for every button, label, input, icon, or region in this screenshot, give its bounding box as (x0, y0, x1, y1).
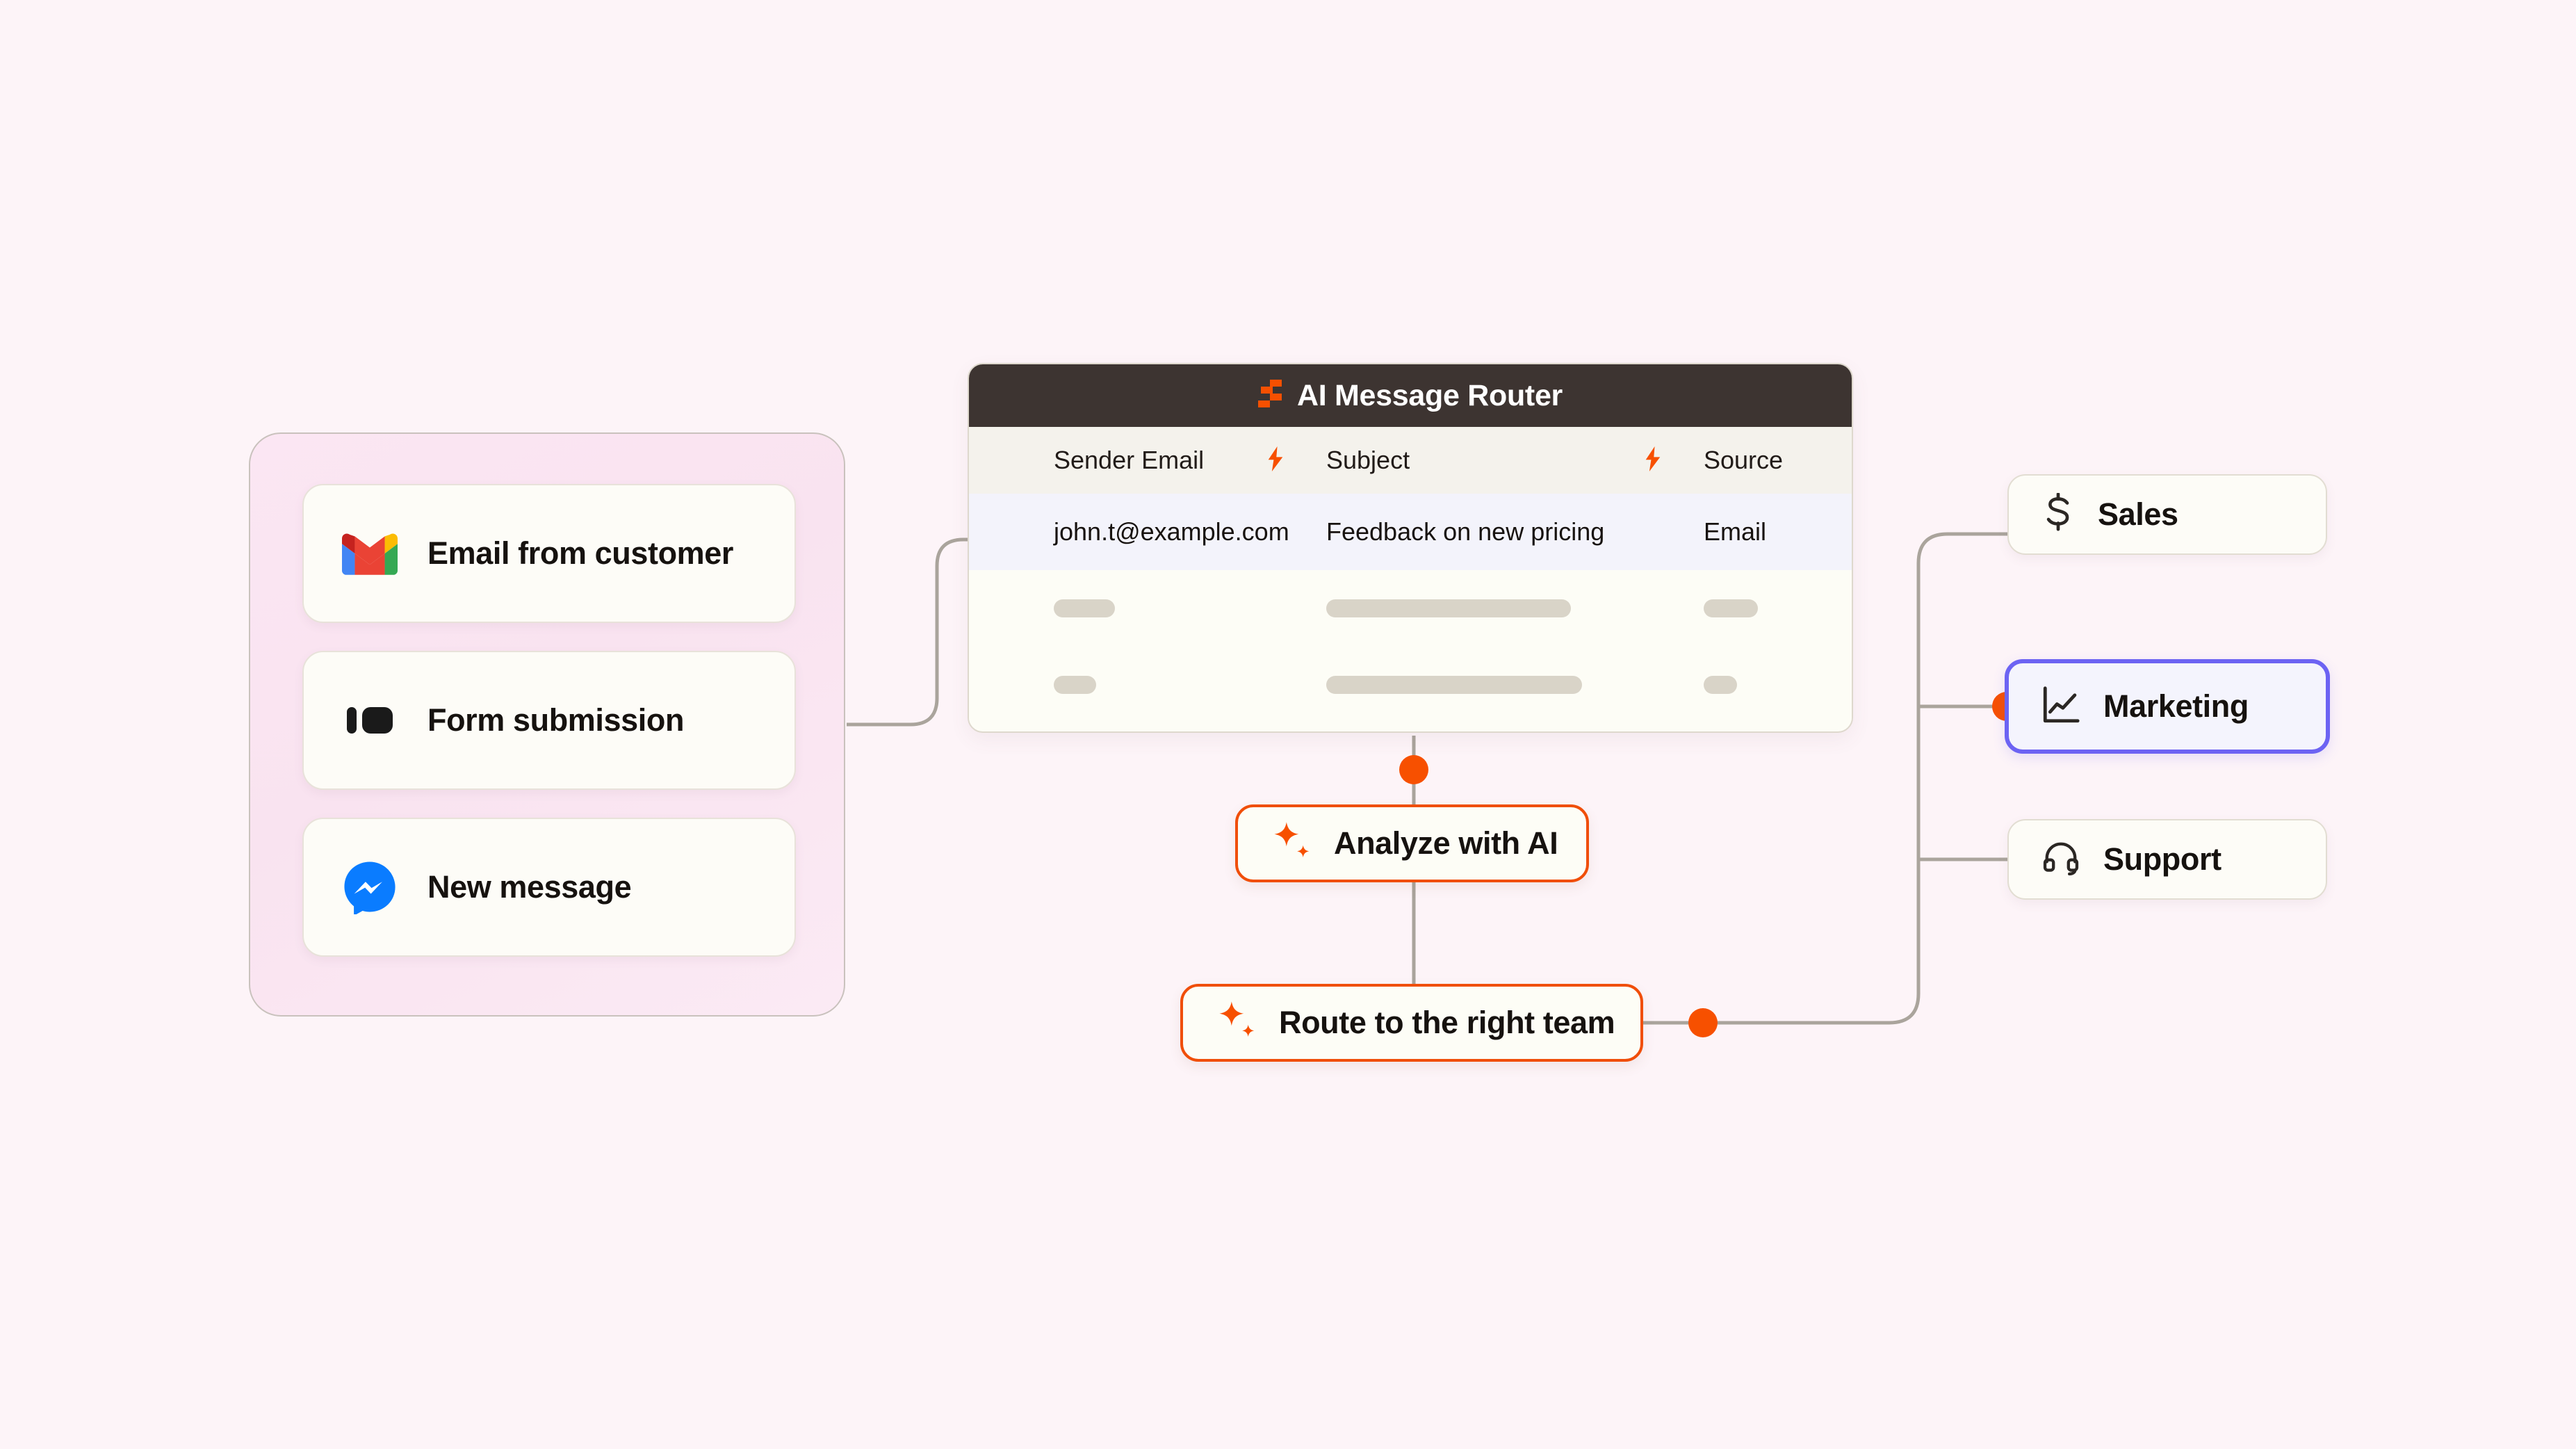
cell-placeholder (1030, 647, 1303, 723)
destination-card-sales[interactable]: Sales (2007, 474, 2327, 555)
line-chart-icon (2042, 686, 2080, 727)
cell-placeholder (1680, 647, 1852, 723)
connector-dot-route (1688, 1008, 1718, 1037)
ai-action-label: Analyze with AI (1334, 825, 1558, 861)
cell-placeholder (1303, 647, 1680, 723)
messenger-icon (340, 857, 400, 917)
cell-placeholder (1303, 570, 1680, 647)
lightning-bolt-icon (1266, 446, 1285, 475)
router-grid: Sender Email Subject Source (969, 427, 1852, 723)
ai-action-analyze[interactable]: Analyze with AI (1235, 804, 1589, 882)
trigger-label: New message (427, 869, 632, 905)
sparkle-icon (1270, 820, 1313, 867)
trigger-label: Form submission (427, 702, 685, 738)
ai-message-router-table: AI Message Router Sender Email Subject (968, 363, 1853, 733)
trigger-sources-panel: Email from customer Form submission New … (249, 432, 845, 1017)
cell-placeholder (1030, 570, 1303, 647)
destination-card-marketing[interactable]: Marketing (2005, 659, 2330, 754)
trigger-card-email[interactable]: Email from customer (302, 484, 796, 623)
cell-source: Email (1680, 494, 1852, 570)
router-header: AI Message Router (969, 364, 1852, 427)
destination-label: Marketing (2103, 688, 2249, 724)
column-header-subject[interactable]: Subject (1303, 427, 1680, 494)
connector-dot-analyze (1399, 755, 1428, 784)
trigger-card-message[interactable]: New message (302, 818, 796, 957)
lightning-bolt-icon (1644, 446, 1662, 475)
destination-label: Sales (2098, 496, 2178, 532)
cell-subject: Feedback on new pricing (1303, 494, 1680, 570)
headset-icon (2042, 841, 2080, 879)
ai-action-label: Route to the right team (1279, 1005, 1615, 1040)
column-header-source[interactable]: Source (1680, 427, 1852, 494)
cell-placeholder (1680, 570, 1852, 647)
column-header-label: Subject (1326, 446, 1410, 474)
ai-action-route[interactable]: Route to the right team (1180, 984, 1643, 1062)
gmail-icon (340, 524, 400, 583)
zapier-logo-icon (1257, 379, 1282, 412)
column-header-label: Source (1704, 446, 1784, 474)
sparkle-icon (1215, 1000, 1258, 1046)
cell-sender-email: john.t@example.com (1030, 494, 1303, 570)
destination-card-support[interactable]: Support (2007, 819, 2327, 900)
trigger-card-form[interactable]: Form submission (302, 651, 796, 790)
dollar-sign-icon (2042, 492, 2074, 537)
typeform-icon (340, 690, 400, 750)
trigger-label: Email from customer (427, 535, 734, 571)
destination-label: Support (2103, 841, 2222, 877)
router-title: AI Message Router (1296, 378, 1563, 412)
column-header-sender-email[interactable]: Sender Email (1030, 427, 1303, 494)
column-header-label: Sender Email (1054, 446, 1205, 474)
